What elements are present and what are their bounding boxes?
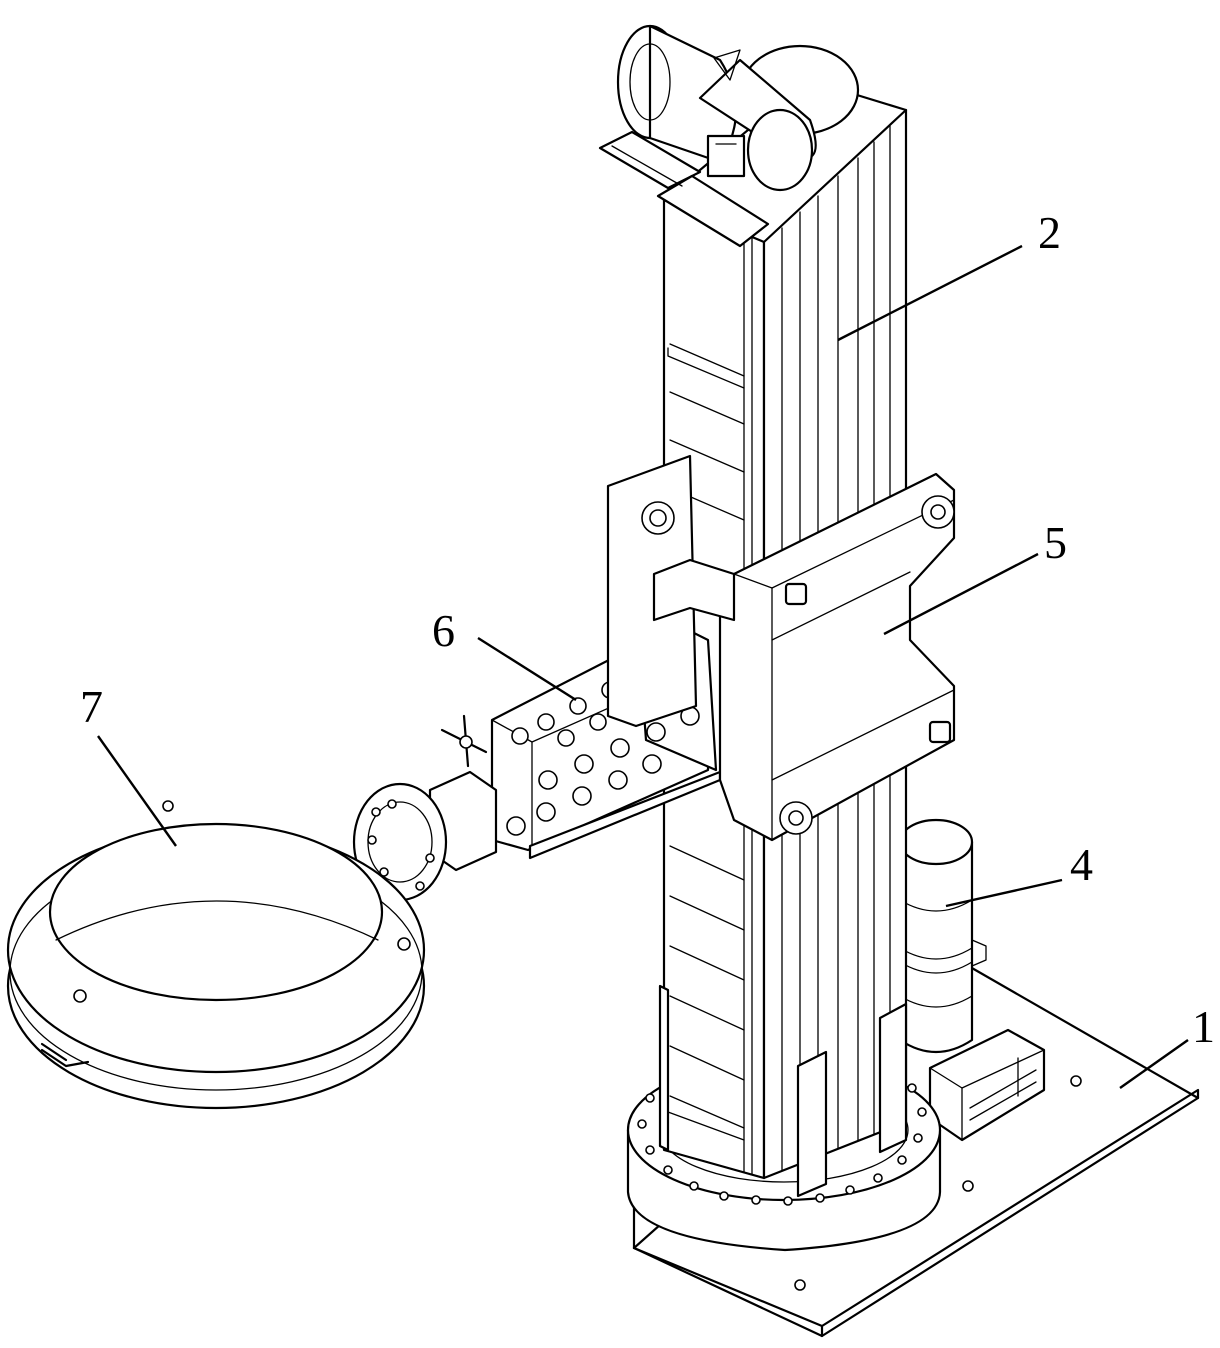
callout-label-6: 6 bbox=[432, 605, 455, 656]
callout-7: 7 bbox=[80, 681, 176, 846]
callout-label-1: 1 bbox=[1192, 1001, 1215, 1052]
callout-label-5: 5 bbox=[1044, 517, 1067, 568]
callout-label-4: 4 bbox=[1070, 839, 1093, 890]
callout-label-7: 7 bbox=[80, 681, 103, 732]
callout-label-2: 2 bbox=[1038, 207, 1061, 258]
callout-6: 6 bbox=[432, 605, 576, 700]
